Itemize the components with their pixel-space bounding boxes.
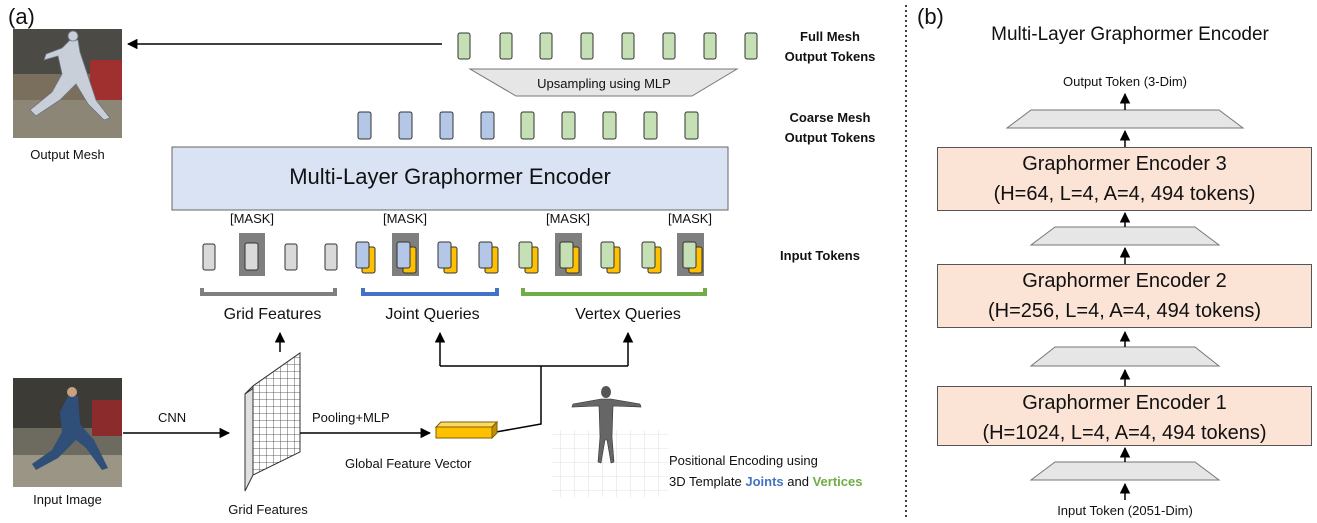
panel-b-graphic xyxy=(1005,92,1245,500)
full-mesh-label-line1: Full Mesh xyxy=(800,29,860,44)
grid-features-bracket xyxy=(200,288,337,296)
input-image-label: Input Image xyxy=(33,492,102,507)
upsampling-label: Upsampling using MLP xyxy=(537,76,671,91)
encoder-3-name: Graphormer Encoder 3 xyxy=(1022,153,1227,175)
grid-features-volume xyxy=(244,352,301,492)
encoder-2-name: Graphormer Encoder 2 xyxy=(1022,270,1227,292)
token xyxy=(561,111,576,140)
encoder-1-name: Graphormer Encoder 1 xyxy=(1022,392,1227,414)
token xyxy=(520,111,535,140)
global-feature-label: Global Feature Vector xyxy=(345,456,472,471)
template-body-illustration xyxy=(552,386,668,497)
feature-connector xyxy=(495,366,542,433)
grid-features-label: Grid Features xyxy=(228,502,308,517)
token xyxy=(357,111,372,140)
trapezoid xyxy=(1029,461,1221,481)
coarse-mesh-label-line1: Coarse Mesh xyxy=(789,110,871,125)
positional-prefix: 3D Template xyxy=(669,474,746,489)
input-tokens xyxy=(202,233,704,276)
token xyxy=(439,111,454,140)
trapezoid xyxy=(1005,109,1245,129)
graphormer-encoder-3: Graphormer Encoder 3 (H=64, L=4, A=4, 49… xyxy=(937,147,1312,211)
graphormer-encoder-1: Graphormer Encoder 1 (H=1024, L=4, A=4, … xyxy=(937,386,1312,446)
full-mesh-output-tokens-label: Full Mesh Output Tokens xyxy=(760,27,900,67)
mask-label-joint: [MASK] xyxy=(382,211,428,226)
coarse-mesh-output-tokens-label: Coarse Mesh Output Tokens xyxy=(760,108,900,148)
vertex-queries-bracket xyxy=(521,288,707,296)
output-mesh-label: Output Mesh xyxy=(30,147,105,162)
joint-queries-label: Joint Queries xyxy=(385,306,480,323)
coarse-mesh-output-tokens xyxy=(357,111,699,140)
graphormer-encoder-box xyxy=(171,146,729,211)
full-mesh-label-line2: Output Tokens xyxy=(784,49,876,64)
token xyxy=(539,32,553,60)
joint-queries-bracket xyxy=(361,288,499,296)
graphormer-encoder-2: Graphormer Encoder 2 (H=256, L=4, A=4, 4… xyxy=(937,264,1312,328)
panel-b-title: Multi-Layer Graphormer Encoder xyxy=(991,24,1269,45)
token xyxy=(499,32,513,60)
token xyxy=(580,32,594,60)
encoder-1-params: (H=1024, L=4, A=4, 494 tokens) xyxy=(982,422,1267,444)
mask-label-grid: [MASK] xyxy=(229,211,275,226)
coarse-mesh-label-line2: Output Tokens xyxy=(784,130,876,145)
input-tokens-label: Input Tokens xyxy=(780,248,860,263)
upsampling-trapezoid xyxy=(468,68,739,97)
positional-vertices: Vertices xyxy=(812,474,863,489)
trapezoid xyxy=(1029,226,1221,246)
token xyxy=(703,32,717,60)
token xyxy=(398,111,413,140)
token xyxy=(602,111,617,140)
encoder-label: Multi-Layer Graphormer Encoder xyxy=(289,164,611,189)
positional-joints: Joints xyxy=(745,474,784,489)
token xyxy=(744,32,758,60)
pooling-label: Pooling+MLP xyxy=(312,410,390,425)
vertex-queries-label: Vertex Queries xyxy=(575,306,681,323)
token xyxy=(684,111,699,140)
encoder-2-params: (H=256, L=4, A=4, 494 tokens) xyxy=(988,300,1261,322)
input-token-label: Input Token (2051-Dim) xyxy=(1057,503,1193,518)
mask-label-vertex-2: [MASK] xyxy=(667,211,713,226)
positional-encoding-line2: 3D Template Joints and Vertices xyxy=(669,474,862,489)
mask-label-vertex: [MASK] xyxy=(545,211,591,226)
token xyxy=(621,32,635,60)
panel-b-label: (b) xyxy=(917,4,944,29)
token xyxy=(457,32,471,60)
output-token-label: Output Token (3-Dim) xyxy=(1062,74,1188,89)
token xyxy=(480,111,495,140)
encoder-3-params: (H=64, L=4, A=4, 494 tokens) xyxy=(993,183,1256,205)
output-mesh-image xyxy=(13,29,122,138)
trapezoid xyxy=(1029,346,1221,367)
panel-a-label: (a) xyxy=(8,4,35,29)
token xyxy=(643,111,658,140)
token xyxy=(662,32,676,60)
positional-and: and xyxy=(783,474,813,489)
full-mesh-output-tokens xyxy=(457,32,758,60)
global-feature-vector xyxy=(434,420,499,440)
positional-encoding-line1: Positional Encoding using xyxy=(669,453,818,468)
grid-features-group-label: Grid Features xyxy=(223,306,322,323)
input-image xyxy=(13,378,122,487)
cnn-label: CNN xyxy=(158,410,187,425)
